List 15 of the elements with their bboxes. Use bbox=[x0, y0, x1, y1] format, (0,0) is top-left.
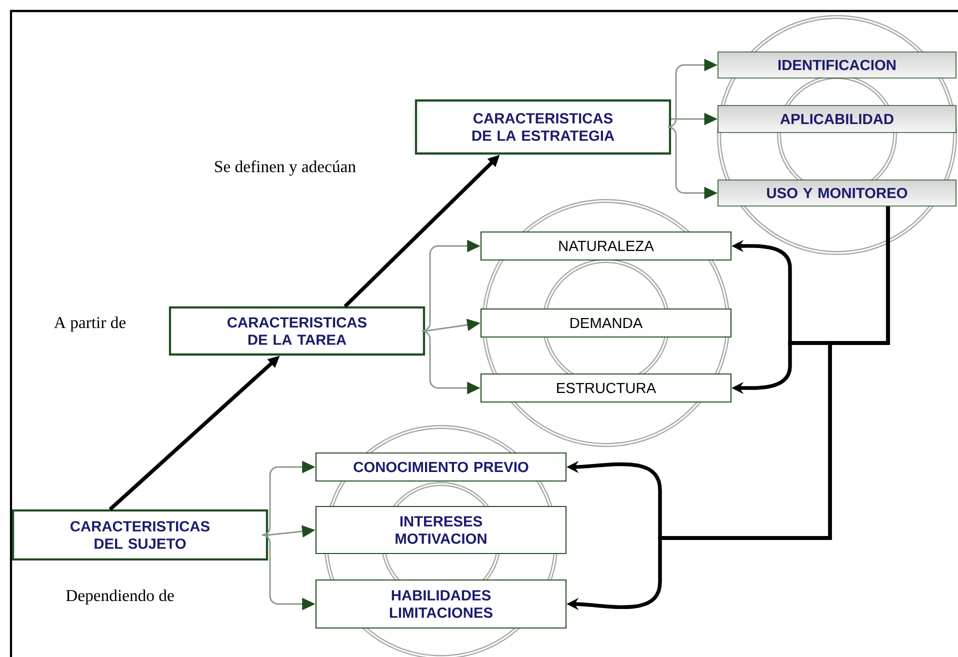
item-box: NATURALEZA bbox=[480, 231, 732, 261]
note-text: Se definen y adecúan bbox=[215, 160, 356, 176]
item-box: INTERESES MOTIVACION bbox=[315, 506, 567, 554]
item-box: APLICABILIDAD bbox=[718, 105, 956, 133]
item-box: DEMANDA bbox=[480, 308, 732, 338]
note-text: A partir de bbox=[54, 316, 126, 332]
category-box: CARACTERISTICAS DE LA TAREA bbox=[168, 306, 426, 356]
item-box: USO Y MONITOREO bbox=[718, 180, 956, 206]
item-box: IDENTIFICACION bbox=[718, 52, 956, 78]
note-text: Dependiendo de bbox=[66, 589, 174, 605]
category-box: CARACTERISTICAS DE LA ESTRATEGIA bbox=[414, 99, 672, 155]
item-box: CONOCIMIENTO PREVIO bbox=[315, 452, 567, 482]
item-box: HABILIDADES LIMITACIONES bbox=[315, 579, 567, 629]
item-box: ESTRUCTURA bbox=[480, 373, 732, 403]
category-box: CARACTERISTICAS DEL SUJETO bbox=[12, 509, 268, 561]
